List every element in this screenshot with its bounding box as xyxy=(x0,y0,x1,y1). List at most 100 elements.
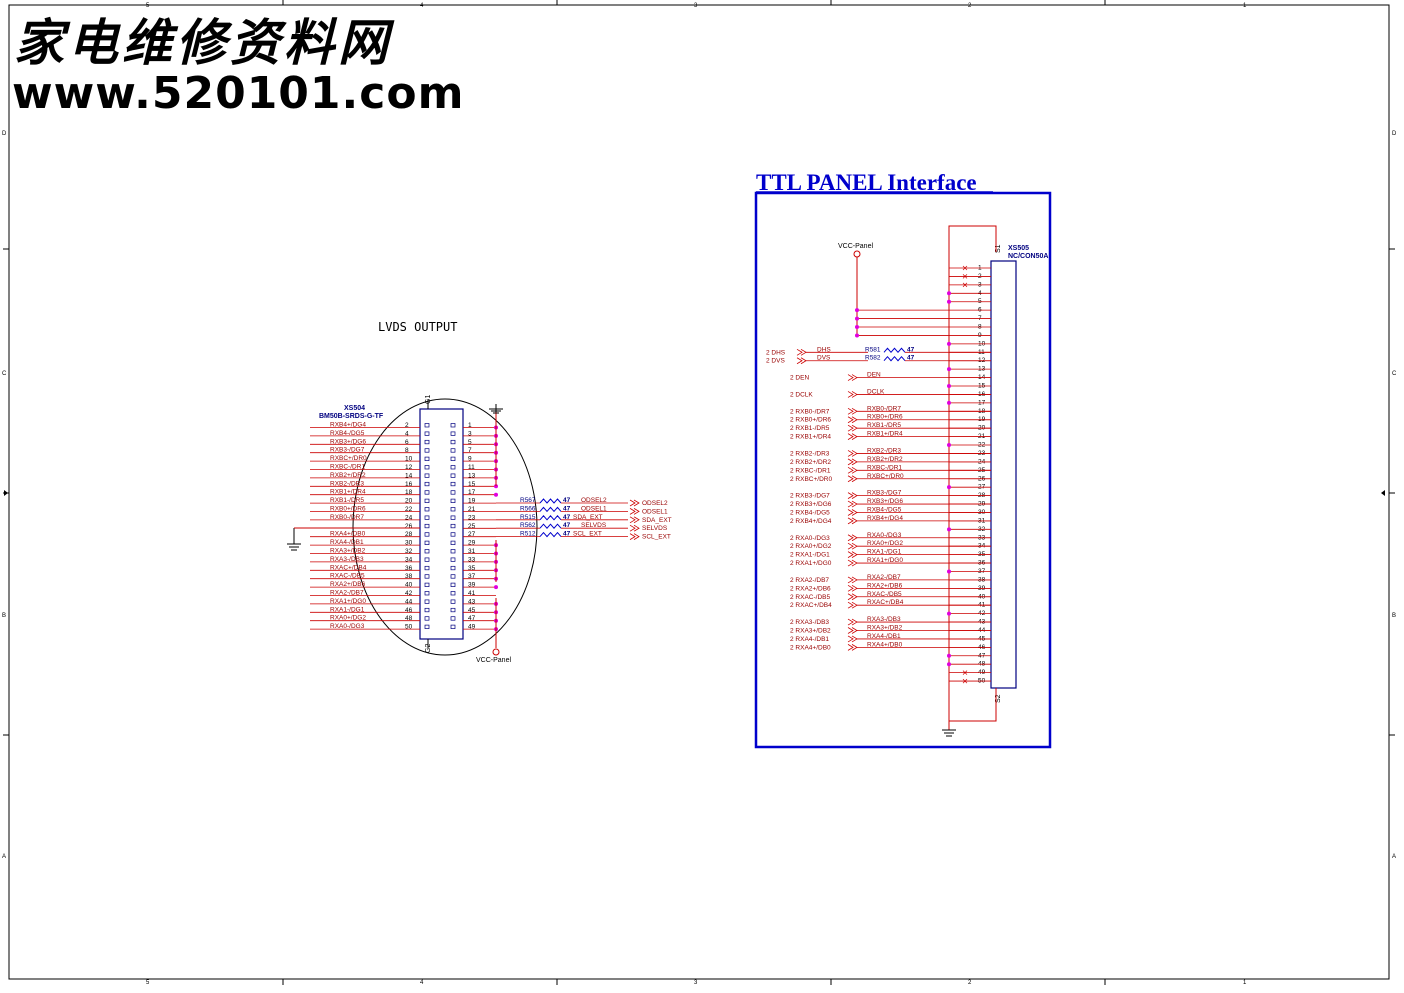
frame-row-label: B xyxy=(2,613,6,619)
ttl-port-label: 2 RXA0+/DG2 xyxy=(790,543,832,550)
ttl-net-label: DHS xyxy=(817,346,831,353)
ttl-connector-body xyxy=(990,260,1017,689)
ttl-net-label: RXAC-/DB5 xyxy=(867,591,902,598)
ttl-port-label: 2 DVS xyxy=(766,358,785,365)
junction-dot xyxy=(494,585,498,590)
frame-column-label: 3 xyxy=(694,980,698,986)
ttl-vcc-label: VCC-Panel xyxy=(838,243,873,250)
lvds-left-pin: 30 xyxy=(405,540,413,547)
frame-row-label: D xyxy=(1392,131,1397,137)
junction-dot xyxy=(947,299,951,304)
lvds-pin-box xyxy=(450,507,456,512)
lvds-res-net: ODSEL1 xyxy=(581,505,607,512)
junction-dot xyxy=(947,400,951,405)
lvds-left-signal: RXA0+/DG2 xyxy=(330,615,366,622)
lvds-pin-box xyxy=(424,473,430,478)
lvds-right-pin: 47 xyxy=(468,615,476,622)
junction-dot xyxy=(855,333,859,338)
ttl-port-label: 2 RXAC+/DB4 xyxy=(790,602,832,609)
port-arrow-icon xyxy=(847,534,858,542)
lvds-connector-part: BM50B-SRDS-G-TF xyxy=(319,413,384,420)
junction-dot xyxy=(947,291,951,296)
lvds-right-pin: 13 xyxy=(468,472,476,479)
lvds-res-ref: R512 xyxy=(520,531,536,538)
frame-ticks xyxy=(3,0,1395,985)
lvds-left-pin: 40 xyxy=(405,582,413,589)
resistor-icon xyxy=(539,523,562,529)
frame-row-label: D xyxy=(2,131,7,137)
port-arrow-icon xyxy=(796,357,807,365)
port-arrow-icon xyxy=(847,584,858,592)
junction-dot xyxy=(494,484,498,489)
ttl-port-label: 2 RXA4+/DB0 xyxy=(790,644,831,651)
ttl-net-label: RXBC-/DR1 xyxy=(867,464,902,471)
lvds-left-signal: RXB2-/DR3 xyxy=(330,480,364,487)
ttl-net-label: RXA0+/DG2 xyxy=(867,540,903,547)
ttl-net-label: RXB3+/DG6 xyxy=(867,498,903,505)
lvds-left-signal: RXAC+/DB4 xyxy=(330,564,367,571)
lvds-right-pin: 37 xyxy=(468,573,476,580)
lvds-left-signal: RXA3-/DB3 xyxy=(330,556,364,563)
lvds-right-pin: 9 xyxy=(468,456,472,463)
ground-icon xyxy=(942,729,956,737)
ttl-port-label: 2 RXB1+/DR4 xyxy=(790,434,831,441)
port-arrow-icon xyxy=(847,576,858,584)
lvds-left-signal: RXB3+/DG6 xyxy=(330,438,366,445)
lvds-left-pin: 12 xyxy=(405,464,413,471)
lvds-left-pin: 16 xyxy=(405,481,413,488)
ttl-net-label: RXB0+/DR6 xyxy=(867,414,903,421)
junction-dot xyxy=(494,492,498,497)
port-arrow-icon xyxy=(847,644,858,651)
lvds-pin-box xyxy=(450,549,456,554)
ttl-port-label: 2 RXA0-/DG3 xyxy=(790,535,830,542)
lvds-left-pin: 26 xyxy=(405,523,413,530)
lvds-right-pin: 33 xyxy=(468,556,476,563)
port-arrow-icon xyxy=(847,424,858,432)
lvds-pin-box xyxy=(450,624,456,629)
lvds-left-pin: 44 xyxy=(405,598,413,605)
lvds-pin-box xyxy=(424,481,430,487)
lvds-res-ref: R566 xyxy=(520,505,536,512)
ttl-net-label: RXB0-/DR7 xyxy=(867,405,901,412)
lvds-port-label: ODSEL2 xyxy=(642,500,668,507)
lvds-res-net: SDA_EXT xyxy=(573,514,603,521)
lvds-pin-box xyxy=(424,624,430,629)
lvds-pin-box xyxy=(450,431,456,436)
ttl-res-value: 47 xyxy=(907,346,915,353)
ttl-port-label: 2 RXB1-/DR5 xyxy=(790,425,830,432)
lvds-res-value: 47 xyxy=(563,522,571,529)
lvds-left-signal: RXA0-/DG3 xyxy=(330,623,365,630)
lvds-pin-box xyxy=(450,557,456,562)
ttl-net-label: RXA3-/DB3 xyxy=(867,616,901,623)
ttl-net-label: DVS xyxy=(817,355,831,362)
ttl-frame-wires xyxy=(856,225,997,730)
ttl-port-label: 2 RXA3+/DB2 xyxy=(790,627,831,634)
lvds-pin-box xyxy=(424,423,430,428)
port-arrow-icon xyxy=(847,458,858,466)
lvds-pin-box xyxy=(424,574,430,579)
lvds-res-ref: R515 xyxy=(520,514,536,521)
lvds-title: LVDS OUTPUT xyxy=(378,320,457,334)
junction-dot xyxy=(947,485,951,490)
junction-dot xyxy=(855,325,859,330)
lvds-left-signal: RXB1+/DR4 xyxy=(330,489,366,496)
lvds-pin-box xyxy=(424,498,430,503)
frame-row-label: A xyxy=(2,854,6,860)
junction-dot xyxy=(947,341,951,346)
ttl-port-label: 2 DEN xyxy=(790,375,809,382)
lvds-port-label: SELVDS xyxy=(642,525,668,532)
ttl-net-label: RXB2+/DR2 xyxy=(867,456,903,463)
lvds-pin-box xyxy=(424,582,430,587)
lvds-pin-box xyxy=(424,431,430,436)
port-arrow-icon xyxy=(847,627,858,634)
lvds-res-net: SCL_EXT xyxy=(573,531,602,538)
lvds-pin-box xyxy=(450,423,456,428)
frame-row-label: C xyxy=(2,371,7,377)
ttl-res-value: 47 xyxy=(907,355,915,362)
ttl-port-label: 2 RXB0-/DR7 xyxy=(790,408,830,415)
frame-column-label: 2 xyxy=(968,980,972,986)
